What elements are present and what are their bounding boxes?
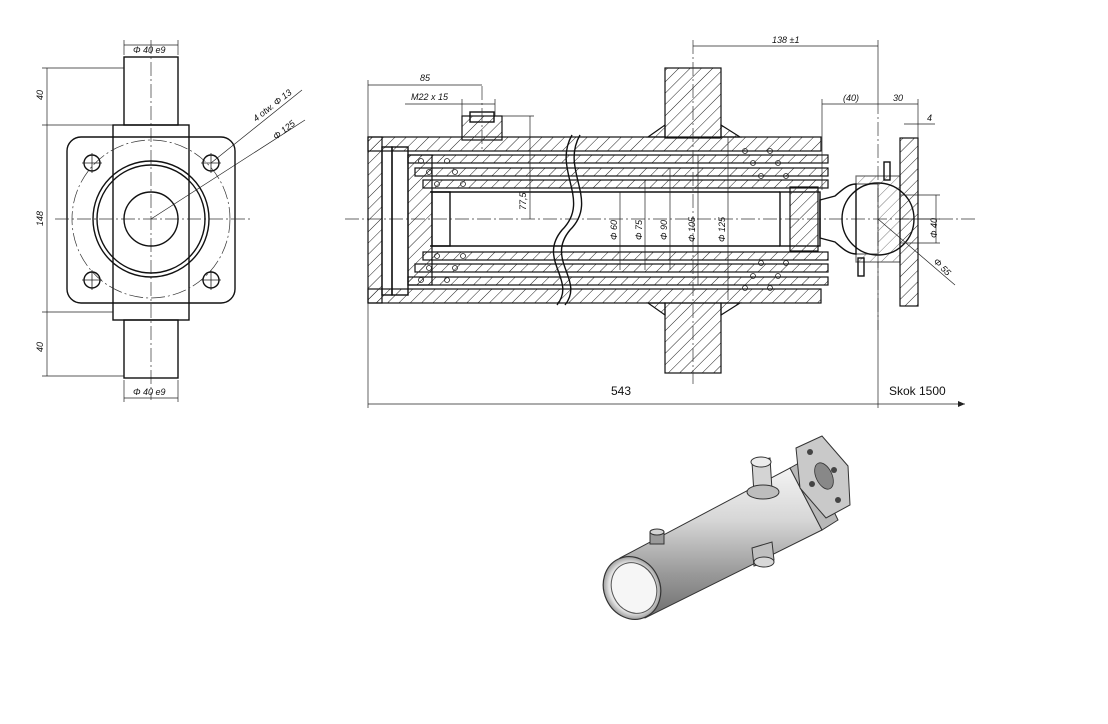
- section-dim-d90: Φ 90: [659, 220, 669, 240]
- front-dim-pin-len-top: 40: [35, 90, 45, 100]
- front-pin-bottom: [123, 319, 179, 379]
- section-dim-port-offset: 85: [420, 73, 431, 83]
- isometric-view: [602, 435, 851, 620]
- front-dim-pin-top: Φ 40 e9: [133, 45, 166, 55]
- front-dim-height: 148: [35, 211, 45, 226]
- front-bolt-holes: [82, 153, 221, 290]
- section-dim-pin-to-end: 138 ±1: [772, 35, 799, 45]
- section-view: 85 M22 x 15 138 ±1 (40) 30 4 77,5 Φ 60 Φ…: [345, 35, 975, 408]
- front-bolt-circle: [71, 139, 231, 299]
- section-dim-stroke: Skok 1500: [889, 384, 946, 398]
- section-dim-port-height: 77,5: [518, 191, 528, 210]
- front-dim-pin-len-bottom: 40: [35, 342, 45, 352]
- section-dim-ball-len: 30: [893, 93, 903, 103]
- front-dim-pin-bottom: Φ 40 e9: [133, 387, 166, 397]
- front-dim-holes: 4 otw. Φ 13: [251, 87, 293, 123]
- front-inner-circle: [123, 191, 179, 247]
- front-dim-bolt-circle: Φ 125: [271, 118, 298, 142]
- section-dim-ball-offset: (40): [843, 93, 859, 103]
- section-dim-d75: Φ 75: [634, 219, 644, 240]
- section-dim-port-thread: M22 x 15: [411, 92, 449, 102]
- section-dim-d105: Φ 105: [687, 216, 697, 242]
- section-dim-plate-thk: 4: [927, 113, 932, 123]
- front-square-plate: [66, 136, 236, 304]
- seal-details: [418, 148, 789, 291]
- section-dim-total-length: 543: [611, 384, 631, 398]
- front-outer-circle: [92, 160, 210, 278]
- section-dim-d60: Φ 60: [609, 220, 619, 240]
- section-dim-d125: Φ 125: [717, 216, 727, 242]
- front-view: Φ 40 e9 Φ 40 e9 40 148 40 4 otw. Φ 13 Φ …: [35, 40, 306, 402]
- front-outer-circle-2: [96, 164, 206, 274]
- section-dim-ball-dia: Φ 40: [929, 218, 939, 238]
